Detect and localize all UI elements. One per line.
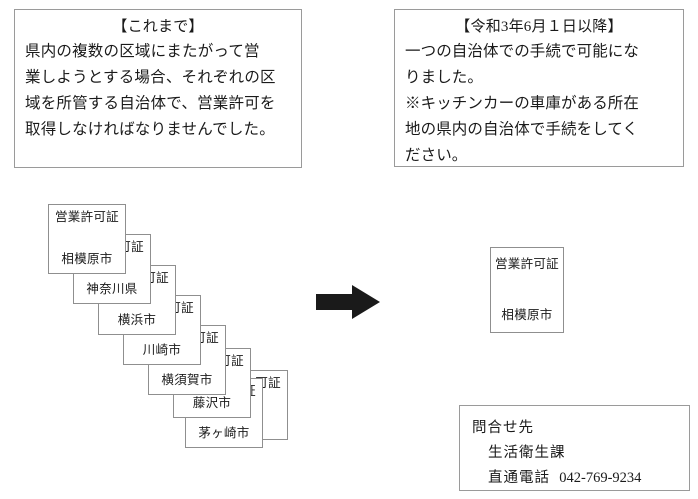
after-box-line: 一つの自治体での手続で可能にな [405,43,640,60]
after-box-line: 地の県内の自治体で手続をしてく [405,121,639,138]
permit-card-city: 相模原市 [61,252,113,266]
contact-info-box: 問合せ先 生活衛生課 直通電話 042-769-9234 [459,405,690,491]
after-info-box: 【令和3年6月１日以降】 一つの自治体での手続で可能にな りました。 ※キッチン… [394,9,684,167]
permit-card-city: 茅ヶ崎市 [198,426,250,440]
after-box-line: りました。 [405,69,484,86]
permit-card-city: 横浜市 [117,313,157,327]
single-permit-card: 営業許可証 相模原市 [490,247,564,333]
contact-phone-label: 直通電話 [488,470,550,486]
permit-card: 営業許可証相模原市 [48,204,126,274]
permit-card-title: 営業許可証 [54,210,119,224]
after-box-line: ※キッチンカーの車庫がある所在 [405,95,640,112]
after-box-line: ださい。 [405,147,468,164]
right-arrow-icon [316,285,380,319]
permit-card-city: 藤沢市 [192,396,232,410]
after-box-heading: 【令和3年6月１日以降】 [455,19,623,35]
contact-phone-number: 042-769-9234 [559,470,642,486]
permit-card-title: 営業許可証 [494,257,559,271]
before-box-line: 業しようとする場合、それぞれの区 [25,69,276,86]
before-box-line: 県内の複数の区域にまたがって営 [25,43,260,60]
before-box-line: 域を所管する自治体で、営業許可を [25,95,276,112]
permit-card-city: 川崎市 [142,343,182,357]
contact-phone-row: 直通電話 042-769-9234 [472,466,689,491]
before-info-box: 【これまで】 県内の複数の区域にまたがって営 業しようとする場合、それぞれの区 … [14,9,302,168]
contact-label: 問合せ先 [472,420,534,436]
before-box-heading: 【これまで】 [112,19,204,35]
permit-card-city: 横須賀市 [161,373,213,387]
before-box-line: 取得しなければなりませんでした。 [25,121,275,138]
permit-card-city: 神奈川県 [86,282,138,296]
permit-card-city: 相模原市 [501,308,553,322]
contact-division: 生活衛生課 [488,445,566,461]
